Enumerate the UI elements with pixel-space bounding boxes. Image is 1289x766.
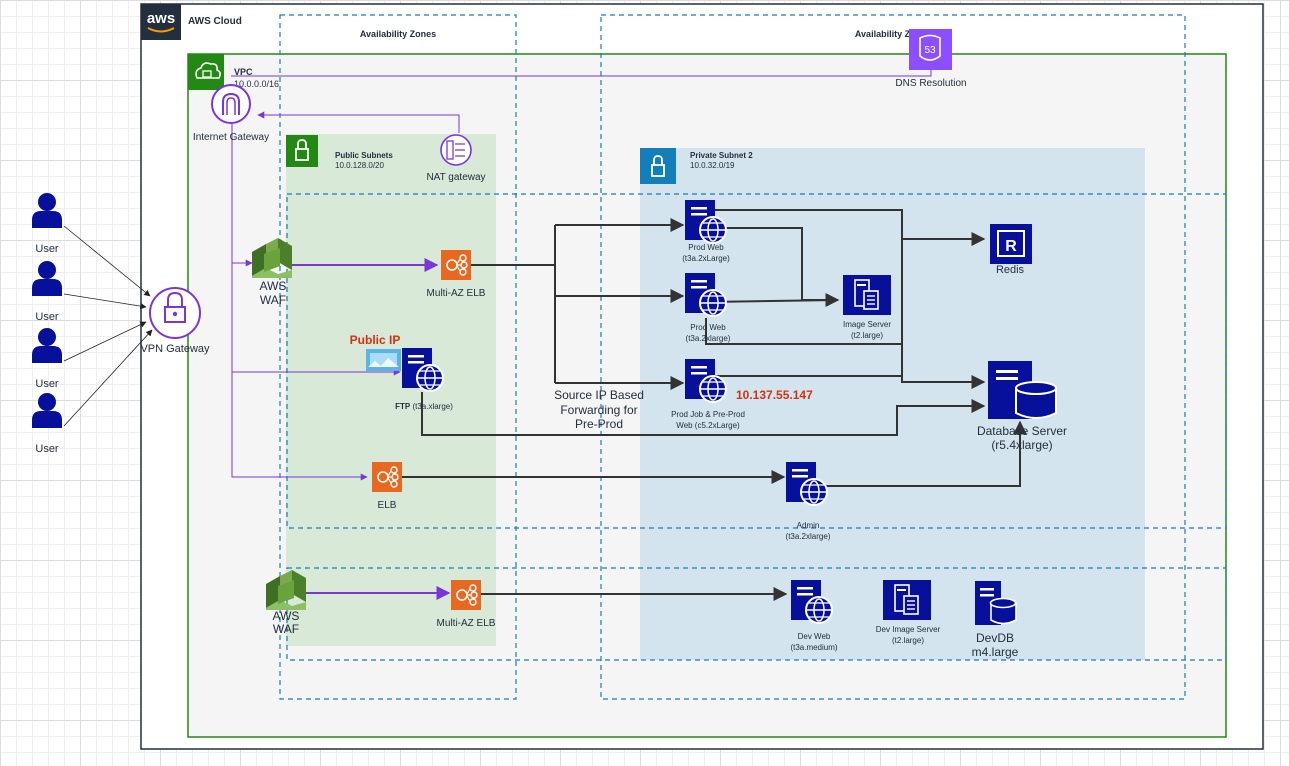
waf-label-line1: AWS (260, 279, 287, 293)
vpn-gateway-icon (149, 287, 201, 339)
internet-gateway-label: Internet Gateway (193, 132, 269, 143)
aws-smile-icon (147, 27, 175, 33)
route53-dns-icon (909, 29, 952, 70)
dev-tier-boundary (286, 567, 1227, 661)
aws-logo-icon (141, 4, 181, 40)
waf-label-line2: WAF (273, 622, 299, 636)
traffic-connectors (402, 209, 1027, 601)
redis-icon (990, 224, 1032, 264)
database-server-name: Database Server (977, 424, 1067, 438)
dns-badge: 53 (924, 45, 936, 56)
user-icon (32, 261, 62, 296)
prod-web-name: Prod Web (688, 243, 724, 252)
public-subnet-title: Public Subnets (335, 151, 393, 160)
availability-zone-left (279, 14, 517, 700)
internet-gateway-icon (211, 84, 251, 124)
routing-note-line3: Pre-Prod (575, 417, 623, 431)
load-balancer-icon (371, 461, 403, 493)
public-subnet-lock-icon (285, 134, 319, 168)
aws-logo-text: aws (147, 10, 175, 27)
image-server-icon (842, 274, 892, 316)
public-ip-icon (366, 349, 401, 371)
nat-gateway-label: NAT gateway (426, 172, 485, 183)
availability-zone-left-title: Availability Zones (360, 29, 436, 39)
routing-note-line1: Source IP Based (554, 388, 644, 402)
vpn-gateway-label: VPN Gateway (140, 343, 210, 355)
user-vpn-connectors (63, 225, 153, 427)
database-server-spec: (r5.4xlarge) (991, 438, 1052, 452)
private-subnet-title: Private Subnet 2 (690, 151, 753, 160)
availability-zone-right (600, 14, 1186, 700)
prod-job-line2: Web (c5.2xLarge) (676, 421, 740, 430)
ftp-label: FTP (t3a.xlarge) (395, 402, 453, 411)
redis-icon-letter: R (1005, 238, 1017, 255)
nat-gateway-icon (440, 134, 472, 166)
cloud-title: AWS Cloud (188, 16, 242, 27)
dev-web-spec: (t3a.medium) (790, 643, 837, 652)
ftp-spec: (t3a.xlarge) (412, 402, 453, 411)
dev-image-server-spec: (t2.large) (892, 636, 924, 645)
admin-name: Admin (797, 521, 820, 530)
database-server-icon (988, 361, 1057, 419)
devdb-spec: m4.large (972, 645, 1019, 659)
vpc-title: VPC (234, 67, 253, 77)
elb-label: Multi-AZ ELB (427, 288, 486, 299)
user-label: User (35, 443, 59, 455)
private-subnet-cidr: 10.0.32.0/19 (690, 161, 735, 170)
load-balancer-icon (440, 249, 472, 281)
prod-web-spec: (t3a.2xlarge) (686, 334, 731, 343)
user-icon (32, 393, 62, 428)
devdb-icon (975, 581, 1017, 625)
dev-image-server-icon (882, 579, 932, 621)
user-label: User (35, 243, 59, 255)
user-icon (32, 328, 62, 363)
availability-zone-right-title: Availability Zones (855, 29, 931, 39)
public-subnet-cidr: 10.0.128.0/20 (335, 161, 384, 170)
waf-label-line2: WAF (260, 293, 286, 307)
devdb-name: DevDB (976, 631, 1014, 645)
public-subnet-area (286, 134, 496, 646)
dns-label: DNS Resolution (895, 78, 966, 89)
user-icon (32, 193, 62, 228)
vpc-cidr: 10.0.0.0/16 (234, 79, 279, 89)
waf-label-line1: AWS (273, 609, 300, 623)
public-ip-label: Public IP (350, 333, 401, 347)
prod-web-spec: (t3a.2xLarge) (682, 254, 730, 263)
user-label: User (35, 378, 59, 390)
image-server-spec: (t2.large) (851, 331, 883, 340)
dev-image-server-name: Dev Image Server (876, 625, 941, 634)
redis-label: Redis (996, 264, 1025, 276)
private-subnet-lock-icon (640, 148, 676, 184)
routing-note-line2: Forwarding for (560, 403, 637, 417)
load-balancer-icon (450, 579, 482, 611)
prod-tier-boundary (286, 193, 1227, 529)
elb-label: ELB (378, 500, 397, 511)
image-server-name: Image Server (843, 320, 891, 329)
admin-spec: (t3a.2xlarge) (786, 532, 831, 541)
prod-web-name: Prod Web (690, 323, 726, 332)
vpc-cloud-icon (188, 54, 224, 90)
elb-label: Multi-AZ ELB (437, 618, 496, 629)
prod-job-line1: Prod Job & Pre-Prod (671, 410, 745, 419)
dev-web-name: Dev Web (798, 632, 831, 641)
prod-job-ip: 10.137.55.147 (736, 388, 813, 402)
user-label: User (35, 311, 59, 323)
ftp-name: FTP (395, 402, 411, 411)
